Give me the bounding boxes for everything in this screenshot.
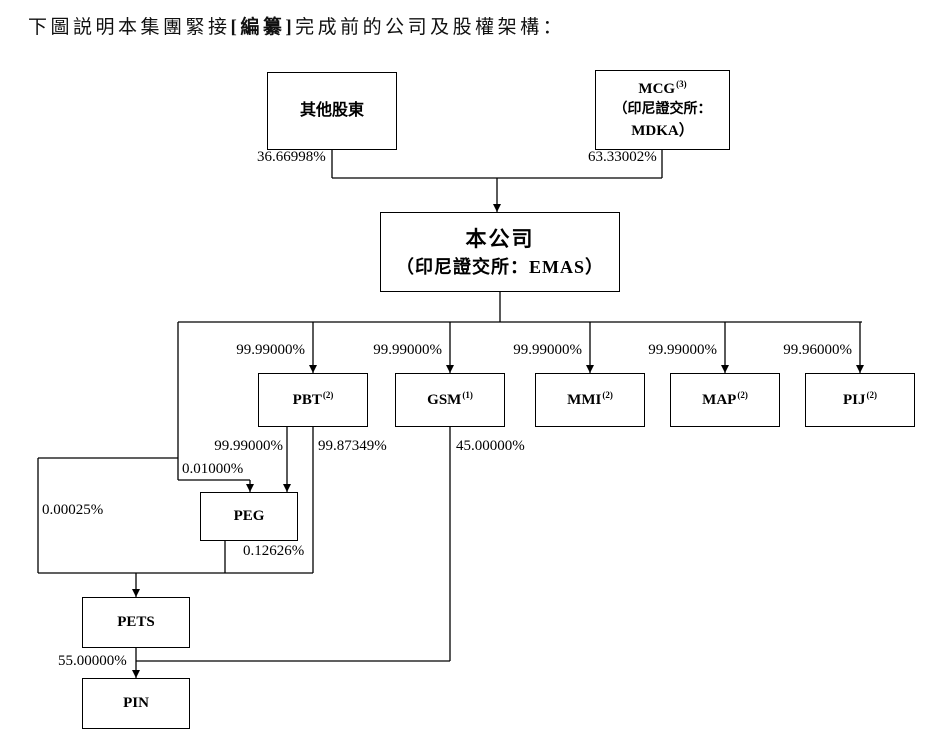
- node-map-footnote: (2): [737, 389, 748, 400]
- node-pij: PIJ(2): [805, 373, 915, 427]
- node-pij-label: PIJ(2): [843, 389, 878, 408]
- edge-label-pets-to-pin: 55.00000%: [58, 653, 127, 669]
- arrowheads: [132, 204, 864, 678]
- node-pin-label: PIN: [123, 694, 149, 711]
- title-suffix: 完成前的公司及股權架構：: [295, 17, 566, 38]
- node-pbt-footnote: (2): [322, 389, 334, 400]
- edge-label-company-to-peg: 0.01000%: [182, 461, 244, 477]
- node-gsm-footnote: (1): [462, 389, 473, 400]
- node-map-label: MAP(2): [702, 389, 748, 408]
- node-mcg-footnote: (3): [676, 78, 687, 89]
- edge-label-mcg-to-company: 63.33002%: [588, 149, 657, 165]
- node-pets: PETS: [82, 597, 190, 648]
- node-company-label: 本公司: [465, 226, 535, 251]
- edge-label-other-to-company: 36.66998%: [257, 149, 326, 165]
- node-mmi-label: MMI(2): [567, 389, 613, 408]
- edge-label-company-to-pij: 99.96000%: [783, 342, 852, 358]
- edge-label-company-to-mmi: 99.99000%: [513, 342, 582, 358]
- edge-label-company-to-pets: 0.00025%: [42, 502, 104, 518]
- node-mmi-footnote: (2): [602, 389, 613, 400]
- node-pij-footnote: (2): [866, 389, 878, 400]
- node-map: MAP(2): [670, 373, 780, 427]
- node-pets-label: PETS: [117, 613, 155, 630]
- edge-label-pbt-to-peg: 99.99000%: [214, 438, 283, 454]
- node-company: 本公司 （印尼證交所：EMAS）: [380, 212, 620, 292]
- node-peg-label: PEG: [233, 507, 265, 524]
- node-mcg-line3: MDKA）: [631, 122, 694, 139]
- node-pin: PIN: [82, 678, 190, 729]
- edge-label-gsm-to-pin: 45.00000%: [456, 438, 525, 454]
- edge-label-pbt-to-pets: 99.87349%: [318, 438, 387, 454]
- node-other-shareholders: 其他股東: [267, 72, 397, 150]
- node-pbt-label: PBT(2): [292, 389, 334, 408]
- title-prefix: 下圖説明本集團緊接: [28, 17, 231, 38]
- node-peg: PEG: [200, 492, 298, 541]
- node-other-shareholders-label: 其他股東: [299, 102, 364, 120]
- title-bracketed-term: [編纂]: [230, 17, 296, 38]
- edge-label-company-to-map: 99.99000%: [648, 342, 717, 358]
- edge-label-company-to-gsm: 99.99000%: [373, 342, 442, 358]
- page-title: 下圖説明本集團緊接[編纂]完成前的公司及股權架構：: [28, 12, 565, 39]
- node-gsm-label: GSM(1): [427, 389, 473, 408]
- node-mmi: MMI(2): [535, 373, 645, 427]
- node-mcg-line2: （印尼證交所：: [613, 102, 712, 118]
- node-mcg-label: MCG(3): [638, 78, 687, 97]
- node-pbt: PBT(2): [258, 373, 368, 427]
- node-mcg: MCG(3) （印尼證交所： MDKA）: [595, 70, 730, 150]
- edge-label-company-to-pbt: 99.99000%: [236, 342, 305, 358]
- node-company-line2: （印尼證交所：EMAS）: [395, 257, 604, 278]
- node-gsm: GSM(1): [395, 373, 505, 427]
- edge-label-peg-to-pets: 0.12626%: [243, 543, 305, 559]
